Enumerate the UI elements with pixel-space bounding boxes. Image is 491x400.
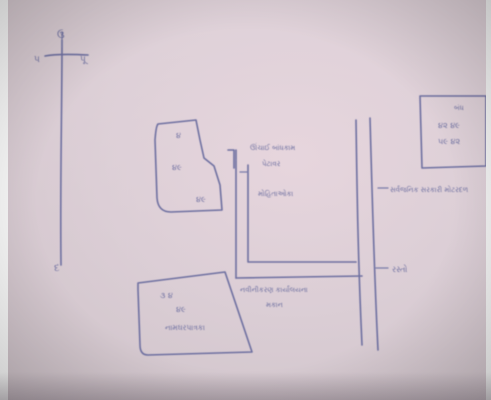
- plot-left-bottom: ૩ ૪ ૪૯ નામઘરપાત્રકા: [137, 271, 253, 356]
- west-label: પ: [34, 55, 40, 65]
- north-label: ઉ: [57, 29, 65, 41]
- road-upper-label: સર્વજનિક સરકારી મોટરદળ: [390, 185, 469, 194]
- plot-left-top: ૪ ૪૯ ૪૯: [154, 119, 223, 213]
- plot-left-bottom-line-2: ૪૯: [176, 305, 186, 314]
- plot-right-top: બંધ ૪૨ ૪૯ ૫૯ ૪૨: [419, 95, 487, 169]
- plot-left-bottom-line-3: નામઘરપાત્રકા: [165, 323, 205, 332]
- plot-right-top-line-2: ૪૨ ૪૯: [438, 121, 460, 130]
- center-top-text: ઊંચાઈ બાંધકામ: [250, 142, 295, 152]
- plot-right-top-line-1: બંધ: [454, 104, 464, 112]
- photo-left-margin: [0, 0, 8, 400]
- center-bottom-text-2: મકાન: [266, 301, 283, 309]
- road-lower-label: રસ્તો: [392, 264, 407, 274]
- plot-left-top-line-2: ૪૯: [172, 163, 182, 172]
- plot-right-top-line-3: ૫૯ ૪૨: [438, 137, 460, 146]
- plot-left-top-line-3: ૪૯: [196, 195, 206, 204]
- center-bottom-text: નવીનીકરણ કાર્યાલયના: [240, 285, 308, 294]
- east-label: પૂ: [80, 55, 88, 65]
- central-building: ઊંચાઈ બાંધકામ પેટાવર મોહિતાઓકા નવીનીકરણ …: [227, 142, 363, 309]
- photo-right-margin: [486, 0, 491, 400]
- center-top-text-2: પેટાવર: [262, 159, 281, 168]
- north-arrow: ઉ પ પૂ દ: [34, 29, 89, 274]
- south-label: દ: [54, 263, 60, 274]
- road: સર્વજનિક સરકારી મોટરદળ રસ્તો: [355, 117, 469, 351]
- plot-left-bottom-line-1: ૩ ૪: [160, 291, 173, 300]
- plot-left-top-line-1: ૪: [176, 131, 181, 140]
- center-mid-text: મોહિતાઓકા: [258, 189, 293, 198]
